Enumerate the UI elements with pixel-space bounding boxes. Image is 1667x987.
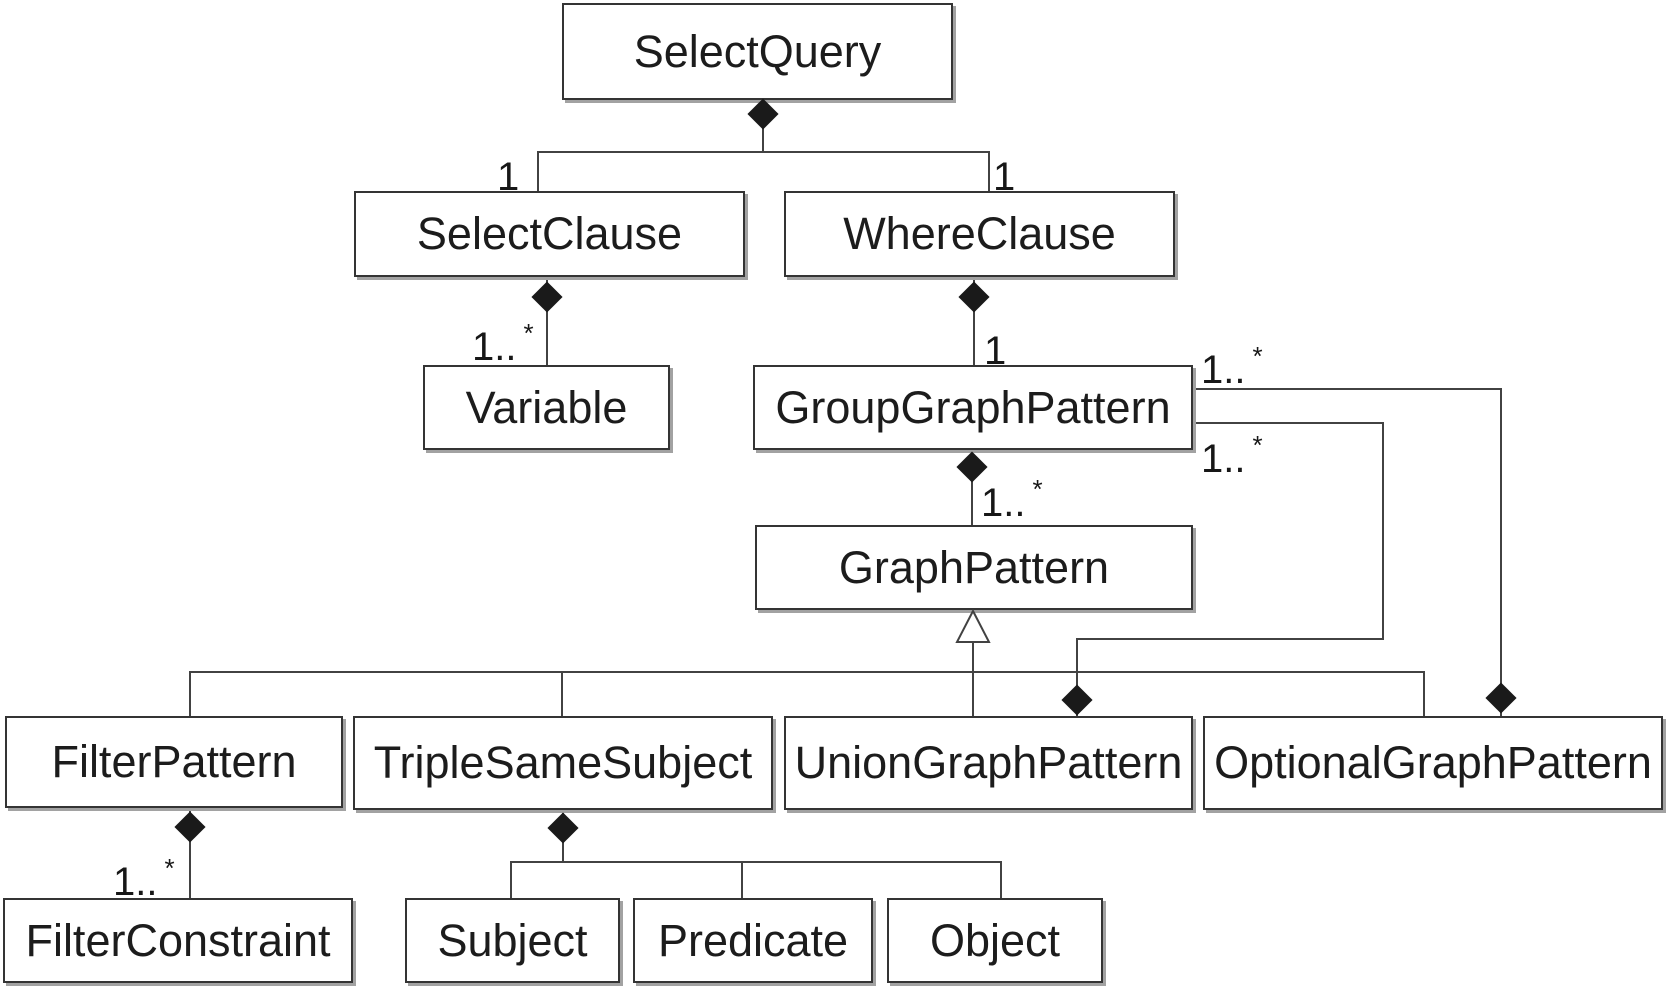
edge-drop-predicate: [741, 861, 743, 898]
edge-drop-optionalgraphpattern: [1423, 671, 1425, 716]
composition-diamond-whereclause: [958, 281, 990, 313]
edge-spo-bar: [510, 861, 1002, 863]
edge-union-composition-v1: [1382, 422, 1384, 640]
edge-drop-object: [1000, 861, 1002, 898]
class-box-union-graph-pattern: UnionGraphPattern: [784, 716, 1193, 810]
edge-optional-composition-v: [1500, 388, 1502, 716]
class-box-where-clause: WhereClause: [784, 191, 1175, 277]
edge-groupgraphpattern-graphpattern: [971, 450, 973, 525]
class-box-select-clause: SelectClause: [354, 191, 745, 277]
composition-diamond-filterpattern: [174, 811, 206, 843]
class-box-group-graph-pattern: GroupGraphPattern: [753, 365, 1193, 450]
class-box-filter-pattern: FilterPattern: [5, 716, 343, 808]
edge-whereclause-groupgraphpattern: [973, 277, 975, 365]
edge-union-composition-h1: [1193, 422, 1384, 424]
composition-diamond-optionalgraphpattern: [1485, 682, 1517, 714]
class-box-graph-pattern: GraphPattern: [755, 525, 1193, 610]
composition-diamond-selectclause: [531, 281, 563, 313]
edge-drop-whereclause: [988, 151, 990, 191]
multiplicity-selectclause-variable: 1..*: [472, 318, 534, 369]
edge-triangle-to-uniongraphpattern: [972, 642, 974, 716]
edge-drop-filterpattern: [189, 671, 191, 716]
edge-union-composition-h2: [1077, 638, 1384, 640]
class-box-filter-constraint: FilterConstraint: [3, 898, 353, 983]
edge-generalization-bar: [189, 671, 1425, 673]
edge-union-composition-v2: [1076, 638, 1078, 716]
multiplicity-groupgraphpattern-graphpattern: 1..*: [981, 474, 1043, 525]
composition-diamond-uniongraphpattern: [1061, 684, 1093, 716]
multiplicity-selectquery-selectclause: 1: [497, 155, 520, 199]
multiplicity-uniongraphpattern-groupgraphpattern: 1..*: [1201, 430, 1263, 481]
edge-drop-triplesamesubject: [561, 671, 563, 716]
edge-drop-selectclause: [537, 151, 539, 191]
edge-selectquery-children-bar: [537, 151, 990, 153]
class-box-triple-same-subject: TripleSameSubject: [353, 716, 773, 810]
class-box-subject: Subject: [405, 898, 620, 983]
generalization-triangle-graphpattern: [955, 609, 991, 643]
class-box-object: Object: [887, 898, 1103, 983]
edge-drop-subject: [510, 861, 512, 898]
edge-optional-composition-h: [1193, 388, 1502, 390]
multiplicity-selectquery-whereclause: 1: [993, 155, 1016, 199]
class-box-optional-graph-pattern: OptionalGraphPattern: [1203, 716, 1663, 810]
composition-diamond-triplesamesubject: [547, 812, 579, 844]
class-box-predicate: Predicate: [633, 898, 873, 983]
class-box-select-query: SelectQuery: [562, 3, 953, 100]
edge-filterpattern-filterconstraint: [189, 808, 191, 898]
multiplicity-filterpattern-filterconstraint: 1..*: [113, 853, 175, 904]
class-box-variable: Variable: [423, 365, 670, 450]
edge-selectclause-variable: [546, 277, 548, 365]
multiplicity-optionalgraphpattern-groupgraphpattern: 1..*: [1201, 341, 1263, 392]
multiplicity-whereclause-groupgraphpattern: 1: [984, 329, 1007, 373]
composition-diamond-selectquery: [747, 98, 779, 130]
